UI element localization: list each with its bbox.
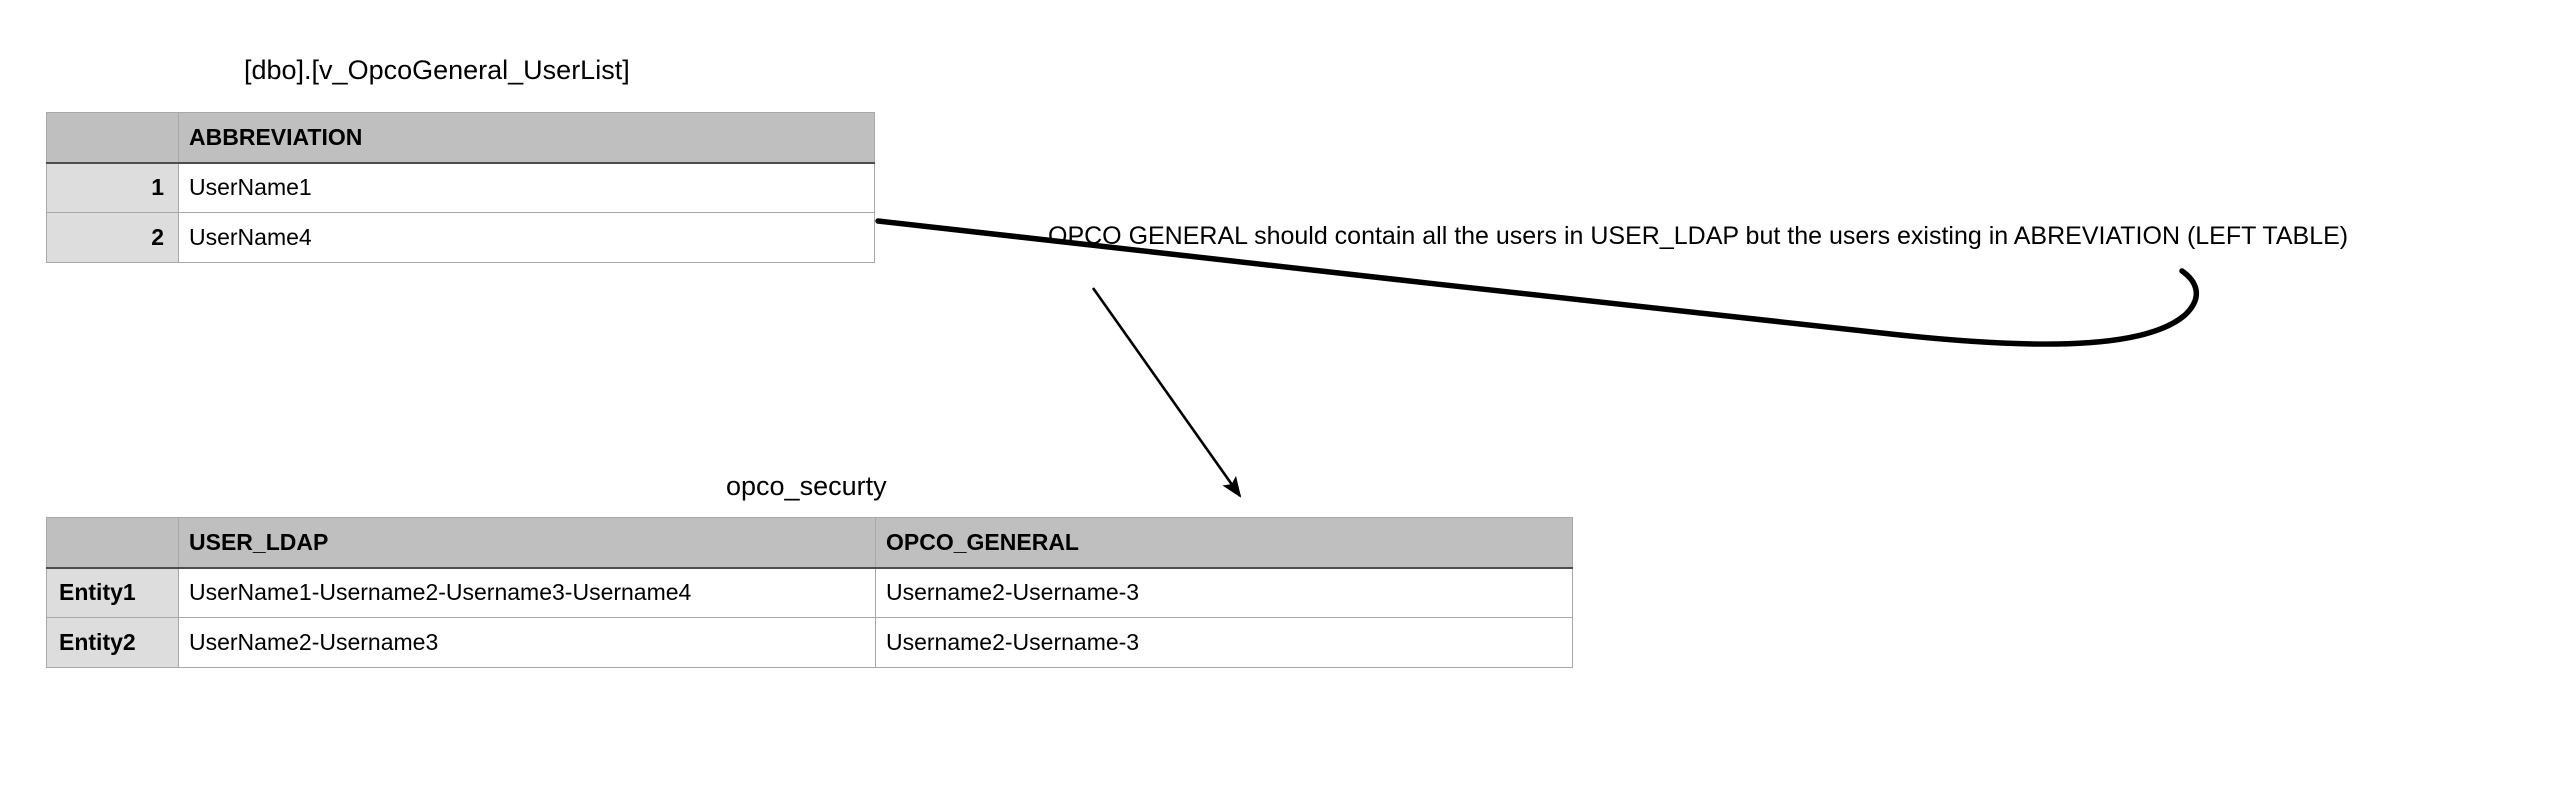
top-table-title: [dbo].[v_OpcoGeneral_UserList]: [244, 55, 630, 85]
column-header-user-ldap: USER_LDAP: [178, 517, 876, 569]
column-header-opco-general: OPCO_GENERAL: [875, 517, 1573, 569]
table-header-row: ABBREVIATION: [46, 112, 875, 164]
abbreviation-table: ABBREVIATION 1 UserName1 2 UserName4: [46, 112, 875, 263]
table-row: 1 UserName1: [46, 162, 875, 213]
cell-opco-general-1: Username2-Username-3: [875, 567, 1573, 618]
cell-abbreviation-1: UserName1: [178, 162, 875, 213]
annotation-note: OPCO GENERAL should contain all the user…: [1048, 222, 2349, 250]
table-row: 2 UserName4: [46, 212, 875, 263]
row-index-1: 1: [46, 162, 179, 213]
pointer-arrow-connector: [1091, 287, 1242, 498]
cell-user-ldap-2: UserName2-Username3: [178, 617, 876, 668]
top-table-corner-header: [46, 112, 179, 164]
cell-user-ldap-1: UserName1-Username2-Username3-Username4: [178, 567, 876, 618]
row-header-entity1: Entity1: [46, 567, 179, 618]
opco-security-table: USER_LDAP OPCO_GENERAL Entity1 UserName1…: [46, 517, 1573, 668]
cell-opco-general-2: Username2-Username-3: [875, 617, 1573, 668]
bottom-table-title: opco_securty: [726, 471, 887, 501]
cell-abbreviation-2: UserName4: [178, 212, 875, 263]
table-header-row: USER_LDAP OPCO_GENERAL: [46, 517, 1573, 569]
row-header-entity2: Entity2: [46, 617, 179, 668]
table-row: Entity2 UserName2-Username3 Username2-Us…: [46, 617, 1573, 668]
column-header-abbreviation: ABBREVIATION: [178, 112, 875, 164]
bottom-table-corner-header: [46, 517, 179, 569]
table-row: Entity1 UserName1-Username2-Username3-Us…: [46, 567, 1573, 618]
row-index-2: 2: [46, 212, 179, 263]
